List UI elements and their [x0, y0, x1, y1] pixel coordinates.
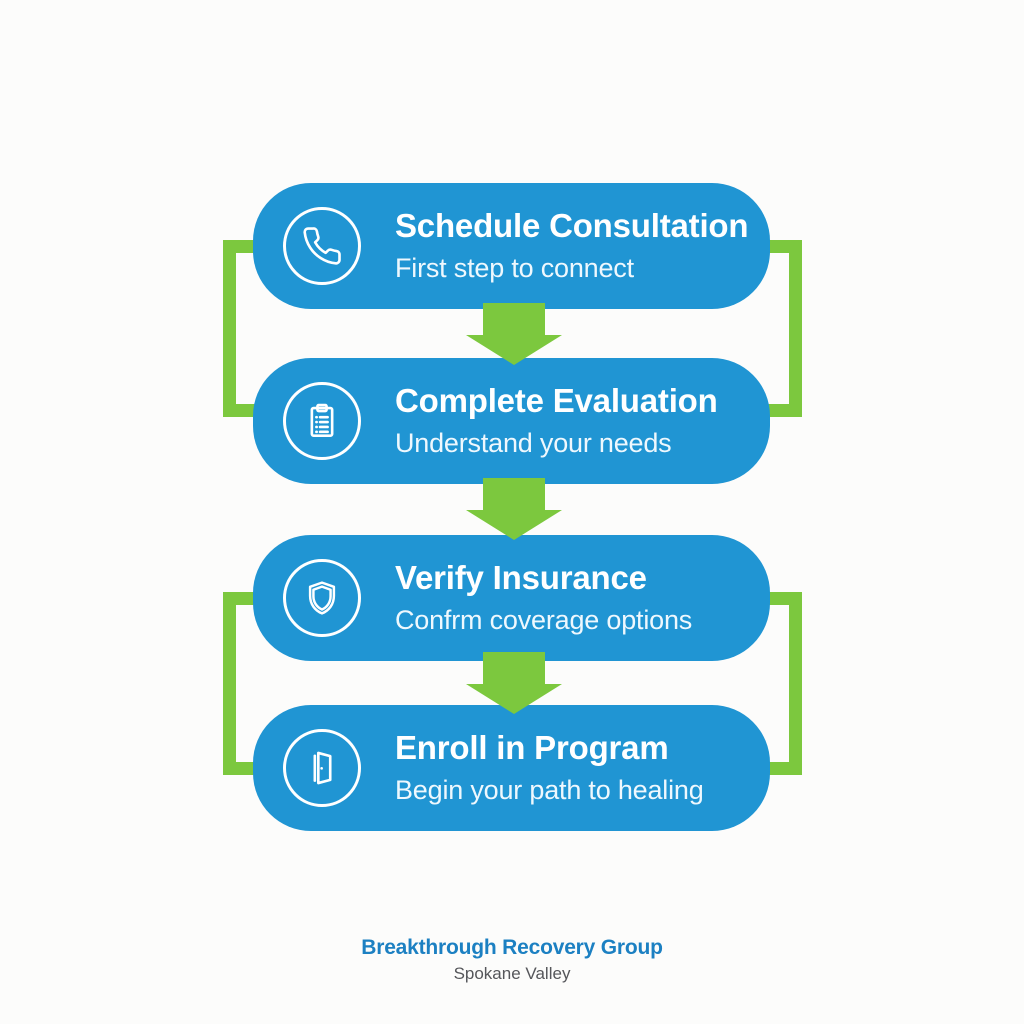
step-schedule-consultation: Schedule Consultation First step to conn…	[253, 183, 770, 309]
step-enroll-in-program: Enroll in Program Begin your path to hea…	[253, 705, 770, 831]
step-subtitle: Understand your needs	[395, 428, 672, 459]
shield-icon	[283, 559, 361, 637]
step-text: Verify Insurance Confrm coverage options	[395, 558, 693, 636]
brand-location: Spokane Valley	[453, 964, 571, 983]
connector-bracket-right-bottom	[760, 592, 802, 775]
step-title: Schedule Consultation	[395, 206, 749, 244]
step-title: Verify Insurance	[395, 558, 647, 596]
step-complete-evaluation: Complete Evaluation Understand your need…	[253, 358, 770, 484]
step-text: Enroll in Program Begin your path to hea…	[395, 728, 704, 806]
clipboard-icon	[283, 382, 361, 460]
step-text: Schedule Consultation First step to conn…	[395, 206, 749, 284]
footer: Breakthrough Recovery Group Spokane Vall…	[0, 936, 1024, 984]
down-arrow-3	[466, 652, 562, 714]
brand-name: Breakthrough Recovery Group	[361, 936, 663, 959]
step-text: Complete Evaluation Understand your need…	[395, 381, 718, 459]
step-subtitle: Confrm coverage options	[395, 605, 693, 636]
down-arrow-2	[466, 478, 562, 540]
step-title: Enroll in Program	[395, 728, 669, 766]
phone-icon	[283, 207, 361, 285]
down-arrow-1	[466, 303, 562, 365]
door-icon	[283, 729, 361, 807]
step-verify-insurance: Verify Insurance Confrm coverage options	[253, 535, 770, 661]
step-subtitle: First step to connect	[395, 253, 634, 284]
step-title: Complete Evaluation	[395, 381, 718, 419]
connector-bracket-right-top	[760, 240, 802, 417]
step-subtitle: Begin your path to healing	[395, 775, 704, 806]
